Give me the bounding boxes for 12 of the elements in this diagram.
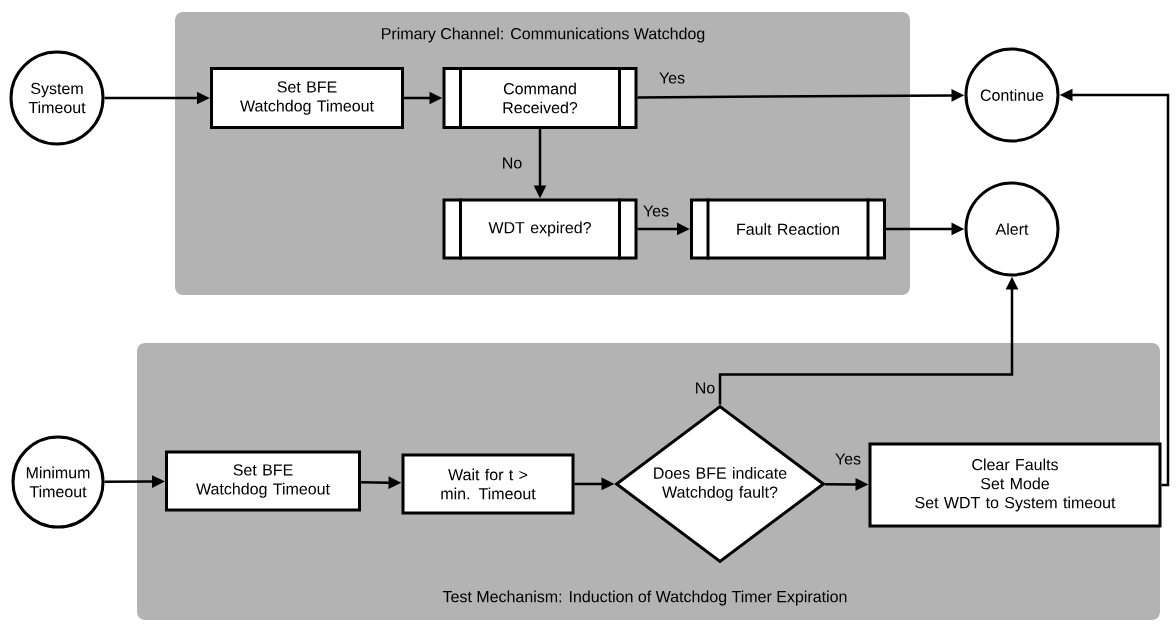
edge-label: No <box>503 157 522 169</box>
predefined-process-box: Fault Reaction <box>690 197 886 261</box>
predefined-process-box: WDT expired? <box>442 197 638 261</box>
process-box: Wait for t > min. Timeout <box>401 453 575 515</box>
edge-label: Yes <box>835 453 861 465</box>
edge-label: Yes <box>643 205 669 217</box>
process-box: Clear Faults Set Mode Set WDT to System timeout <box>868 442 1162 528</box>
edge-label: No <box>696 382 715 394</box>
predefined-process-box: Command Received? <box>442 65 638 131</box>
process-box: Set BFE Watchdog Timeout <box>210 67 404 129</box>
edge-label: Yes <box>659 72 685 84</box>
process-box: Set BFE Watchdog Timeout <box>165 450 361 512</box>
